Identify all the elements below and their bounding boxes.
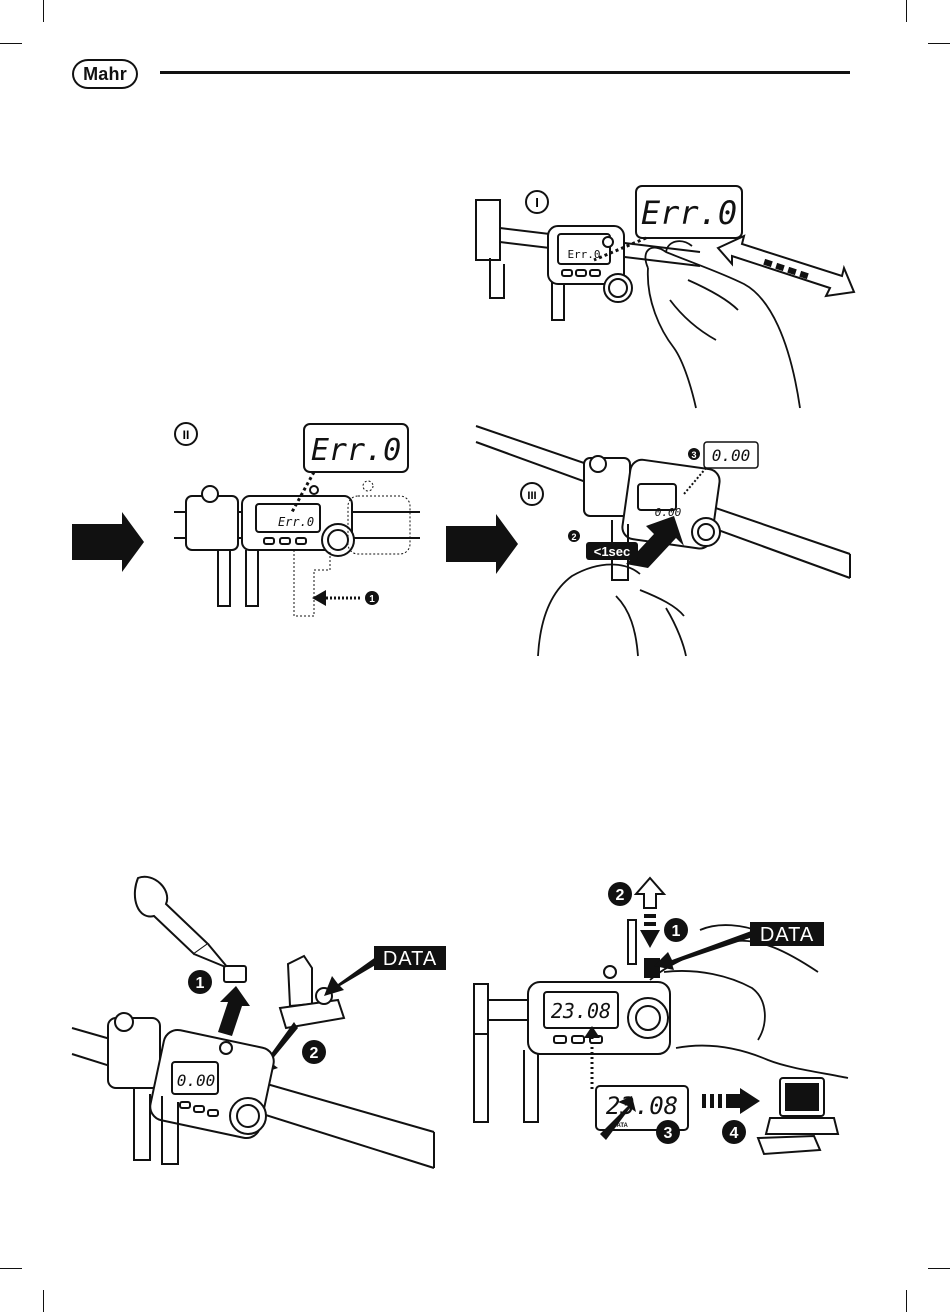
step-label-I: I [535, 195, 539, 210]
dotted-arrow-icon [312, 590, 360, 606]
timer-text: <1sec [594, 544, 631, 559]
figure-panel-III: III 3 0.00 0.00 2 <1sec [440, 420, 860, 660]
step-number-2: 2 [310, 1045, 319, 1062]
caliper-display-text: 23.08 [551, 999, 611, 1023]
lift-arrow-icon [218, 986, 250, 1036]
header-rule [160, 71, 850, 74]
brand-logo-text: Mahr [83, 64, 127, 85]
data-label: DATA [383, 948, 437, 970]
step-label-III: III [527, 490, 536, 502]
screwdriver-icon [135, 877, 228, 968]
crop-mark [43, 1290, 44, 1312]
caliper-body [72, 1013, 434, 1168]
data-connector-icon [644, 958, 660, 978]
crop-mark [906, 0, 907, 22]
step-number-2: 2 [571, 532, 576, 542]
crop-mark [928, 1268, 950, 1269]
step-number-1: 1 [196, 975, 205, 992]
down-arrow-icon [640, 914, 660, 948]
data-label: DATA [760, 924, 814, 946]
hand-drawing [650, 925, 848, 1078]
double-arrow-icon [718, 236, 854, 296]
zoom-display-text: 23.08 [606, 1092, 678, 1120]
figure-battery-change: 1 DATA 2 [68, 872, 458, 1182]
computer-icon [758, 1078, 838, 1154]
crop-mark [0, 1268, 22, 1269]
transfer-arrow-icon [702, 1088, 760, 1114]
figure-panel-I: Err.0 Err.0 I [470, 180, 860, 410]
crop-mark [0, 43, 22, 44]
step-number-3: 3 [691, 450, 696, 460]
step-number-2: 2 [616, 887, 625, 904]
crop-mark [906, 1290, 907, 1312]
small-display-text: Err.0 [278, 515, 314, 529]
callout-display-text: 0.00 [712, 446, 751, 465]
step-number-3: 3 [664, 1125, 673, 1142]
caliper-display-text: 0.00 [177, 1071, 216, 1090]
brand-logo: Mahr [72, 59, 138, 89]
battery-cover-icon [224, 966, 246, 982]
callout-display-text: Err.0 [641, 194, 737, 232]
step-number-4: 4 [730, 1125, 739, 1142]
callout-display-text: Err.0 [311, 433, 401, 468]
small-display-text: 0.00 [655, 506, 682, 519]
crop-mark [43, 0, 44, 22]
up-arrow-icon [636, 878, 664, 908]
figure-data-transfer: 23.08 2 1 DATA 23.08 DATA [468, 872, 860, 1182]
figure-panel-II: II Err.0 Err.0 [68, 420, 428, 620]
data-cable-plug [628, 920, 636, 964]
big-arrow-icon [72, 512, 144, 572]
step-number-1: 1 [369, 594, 375, 605]
step-number-1: 1 [672, 923, 681, 940]
step-label-II: II [183, 428, 190, 442]
big-arrow-icon [446, 514, 518, 574]
small-display-text: Err.0 [567, 248, 600, 261]
crop-mark [928, 43, 950, 44]
